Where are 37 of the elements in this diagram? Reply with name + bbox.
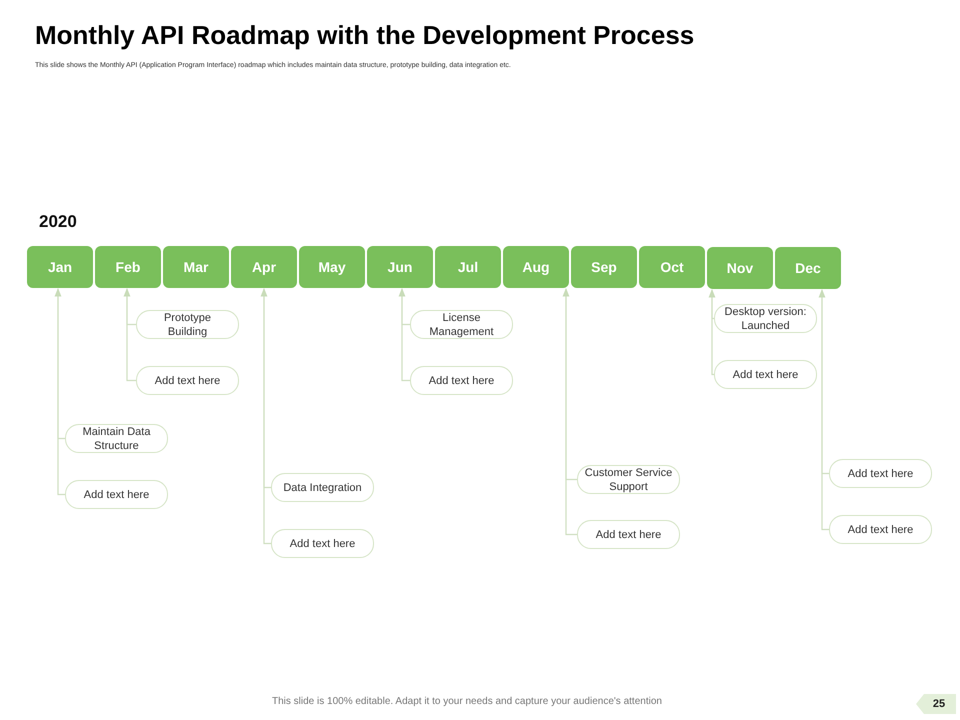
milestone-pill: Maintain Data Structure	[65, 424, 168, 453]
month-tab: Aug	[503, 246, 569, 288]
month-tab: Apr	[231, 246, 297, 288]
connector-arrow	[818, 289, 829, 530]
milestone-pill: Prototype Building	[136, 310, 239, 339]
connector-arrow	[124, 288, 136, 382]
page-number: 25	[916, 694, 956, 714]
milestone-pill: Add text here	[271, 529, 374, 558]
month-tab: Feb	[95, 246, 161, 288]
connector-arrow	[562, 288, 577, 536]
milestone-pill: Add text here	[577, 520, 680, 549]
milestone-pill: Customer Service Support	[577, 465, 680, 494]
milestone-pill: Data Integration	[271, 473, 374, 502]
connector-arrow	[398, 288, 410, 382]
month-tab: Mar	[163, 246, 229, 288]
connector-arrow	[260, 288, 271, 544]
month-tab: Dec	[775, 247, 841, 289]
milestone-pill: License Management	[410, 310, 513, 339]
month-tab: May	[299, 246, 365, 288]
connector-arrow	[54, 288, 65, 496]
milestone-pill: Add text here	[410, 366, 513, 395]
milestone-pill: Add text here	[829, 459, 932, 488]
month-tab: Jan	[27, 246, 93, 288]
milestone-pill: Add text here	[65, 480, 168, 509]
slide-title: Monthly API Roadmap with the Development Process	[35, 20, 694, 51]
footer-note: This slide is 100% editable. Adapt it to your needs and capture your audience's attention	[272, 696, 662, 707]
year-label: 2020	[39, 212, 77, 232]
month-tab: Jul	[435, 246, 501, 288]
month-tab: Sep	[571, 246, 637, 288]
milestone-pill: Add text here	[829, 515, 932, 544]
connector-arrow	[708, 289, 716, 376]
month-tab: Nov	[707, 247, 773, 289]
month-tab: Jun	[367, 246, 433, 288]
milestone-pill: Add text here	[136, 366, 239, 395]
month-tab: Oct	[639, 246, 705, 288]
milestone-pill: Add text here	[714, 360, 817, 389]
milestone-pill: Desktop version: Launched	[714, 304, 817, 333]
